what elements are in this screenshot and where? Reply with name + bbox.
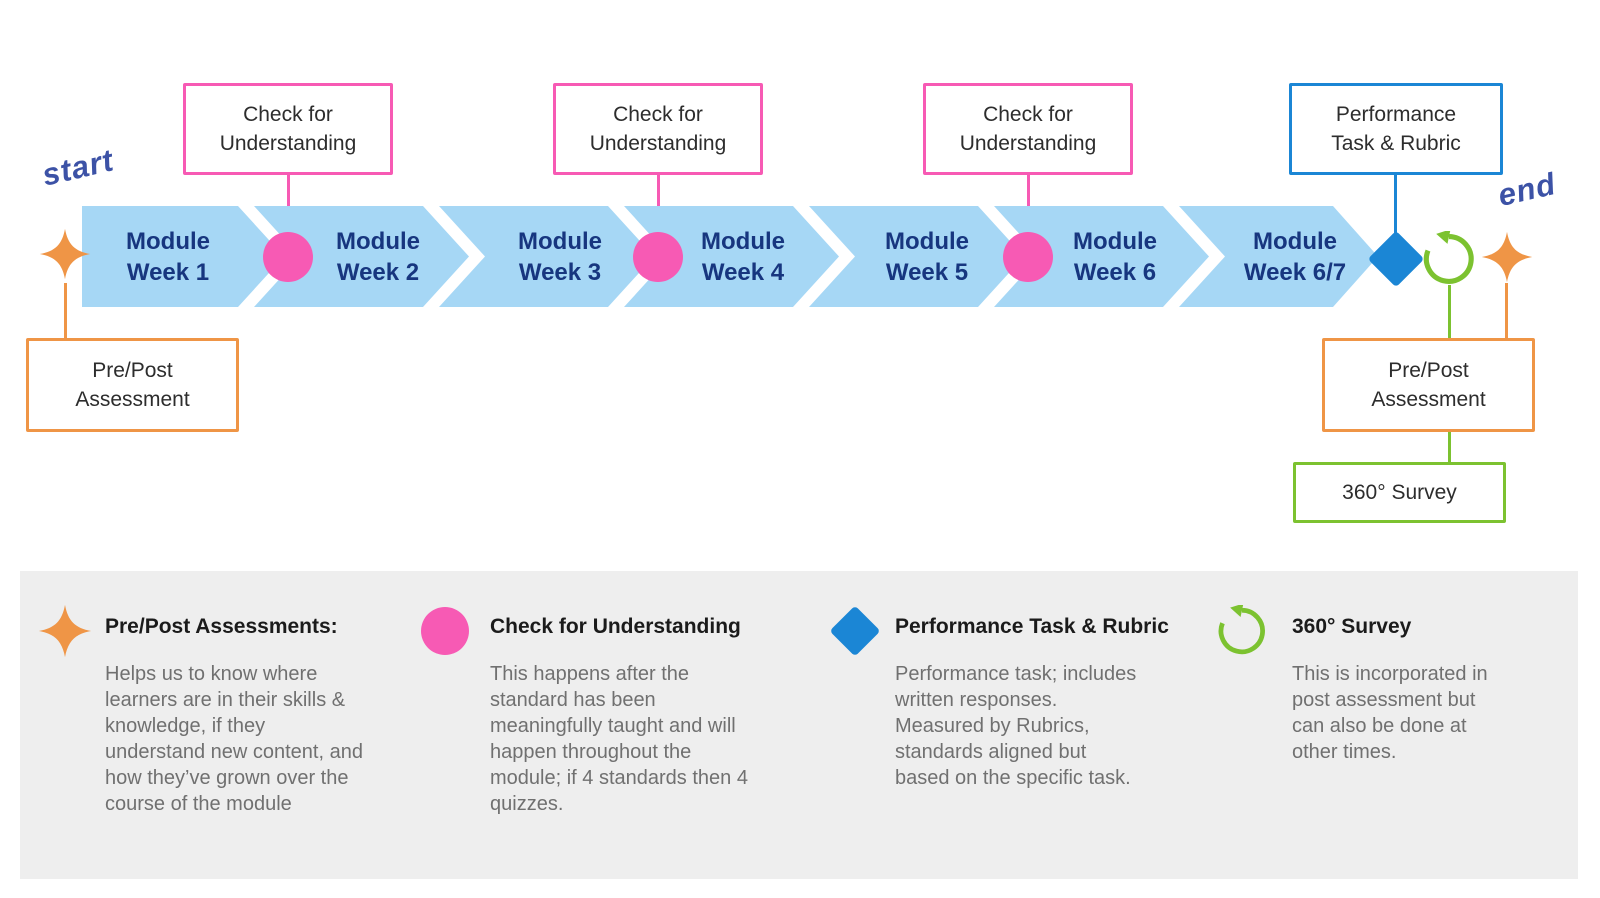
- legend-panel: Pre/Post Assessments: Helps us to know w…: [20, 571, 1578, 879]
- connector-line-end-star: [1505, 283, 1508, 339]
- check-for-understanding-box-1: Check for Understanding: [183, 83, 393, 175]
- module-week-6-label: Module Week 6: [1073, 228, 1157, 286]
- survey-360-box: 360° Survey: [1293, 462, 1506, 523]
- star-icon: [38, 604, 92, 658]
- module-week-1-label: Module Week 1: [126, 228, 210, 286]
- check-for-understanding-box-2: Check for Understanding: [553, 83, 763, 175]
- legend-title-survey: 360° Survey: [1292, 615, 1412, 638]
- legend-title-prepost: Pre/Post Assessments:: [105, 615, 338, 638]
- module-week-5-label: Module Week 5: [885, 228, 969, 286]
- legend-title-performance: Performance Task & Rubric: [895, 615, 1169, 638]
- check-dot-icon: [263, 232, 313, 282]
- legend-title-check: Check for Understanding: [490, 615, 741, 638]
- legend-body-performance: Performance task; includes written respo…: [895, 663, 1137, 789]
- end-label: end: [1494, 165, 1560, 214]
- legend-body-check: This happens after the standard has been…: [490, 663, 748, 815]
- prepost-assessment-box-left: Pre/Post Assessment: [26, 338, 239, 432]
- refresh-icon: [1218, 605, 1265, 655]
- legend-body-prepost: Helps us to know where learners are in t…: [105, 663, 363, 815]
- connector-line-performance: [1394, 175, 1397, 241]
- check-for-understanding-box-3: Check for Understanding: [923, 83, 1133, 175]
- star-icon: [1481, 231, 1533, 283]
- performance-task-box: Performance Task & Rubric: [1289, 83, 1503, 175]
- module-week-2-label: Module Week 2: [336, 228, 420, 286]
- legend-body-survey: This is incorporated in post assessment …: [1292, 663, 1488, 763]
- module-week-4-label: Module Week 4: [701, 228, 785, 286]
- check-dot-icon: [633, 232, 683, 282]
- prepost-assessment-box-right: Pre/Post Assessment: [1322, 338, 1535, 432]
- module-week-3-label: Module Week 3: [518, 228, 602, 286]
- refresh-icon: [1423, 231, 1474, 284]
- start-label: start: [38, 142, 118, 193]
- connector-line-start-star: [64, 283, 67, 339]
- diamond-icon: [829, 605, 881, 657]
- module-week-67-label: Module Week 6/7: [1243, 228, 1347, 286]
- check-dot-icon: [1003, 232, 1053, 282]
- star-icon: [39, 228, 91, 280]
- circle-icon: [421, 607, 469, 655]
